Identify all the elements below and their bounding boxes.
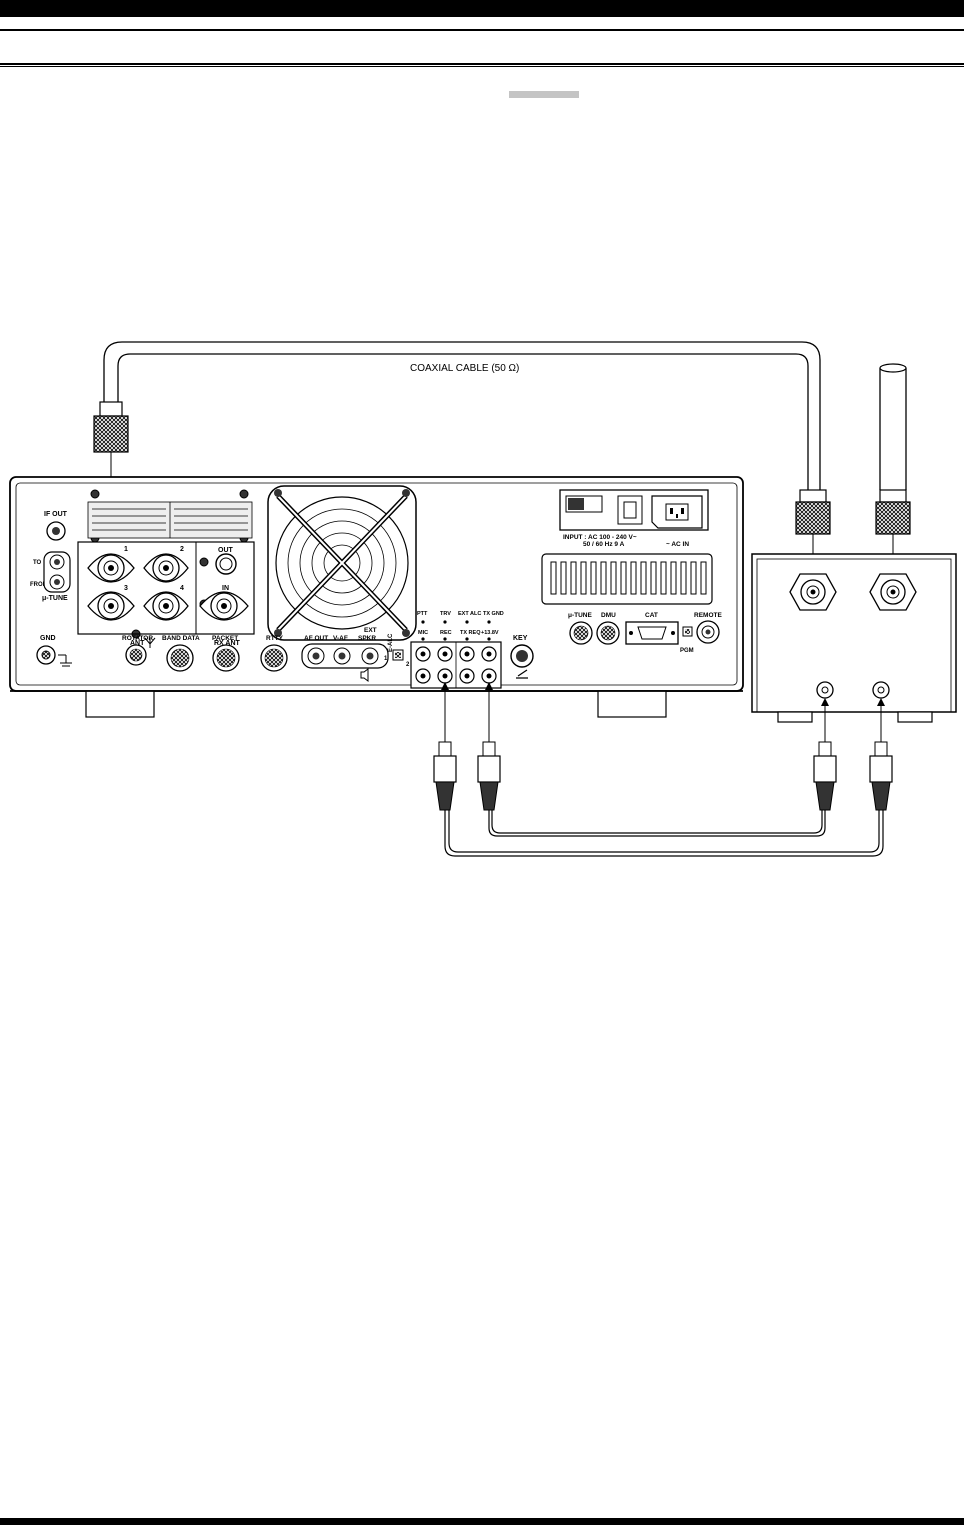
label-v-af: V-AF [333,635,348,642]
label-band-data: BAND DATA [162,635,200,642]
label-rec: REC [440,630,452,636]
label-tx-req: TX REQ [460,630,481,636]
rtty-socket [261,645,287,671]
rotator-socket [126,645,146,665]
e-alc-switch [393,650,403,660]
label-gnd: GND [40,635,56,642]
connection-diagram: COAXIAL CABLE (50 Ω) [0,330,964,870]
label-key: KEY [513,635,528,642]
label-mic: MIC [418,630,428,636]
label-packet: PACKET [212,635,238,642]
cat-connector [626,622,678,644]
label-tx-gnd: TX GND [483,611,504,617]
if-out-jack [47,522,65,540]
label-to: TO [33,560,42,566]
label-if-out: IF OUT [44,511,68,518]
rca-plug-amp-1 [814,702,836,810]
coaxial-cable-label: COAXIAL CABLE (50 Ω) [410,363,519,374]
pgm-switch [683,627,692,636]
coaxial-cable: COAXIAL CABLE (50 Ω) [104,342,820,490]
antenna-cable [880,364,906,490]
amp-rf-input-connector [790,574,836,610]
rx-ant-out-jack [216,554,236,574]
rca-cable-wires [445,810,883,856]
heatsink-vent [542,554,712,604]
label-ext-spkr-2: SPKR [358,635,376,642]
header-rule-1 [0,29,964,31]
label-ant3: 3 [124,585,128,592]
label-ant4: 4 [180,585,184,592]
label-dmu: DMU [601,612,616,619]
label-ant2: 2 [180,546,184,553]
label-ant1: 1 [124,546,128,553]
label-pgm: PGM [680,648,694,654]
label-in: IN [222,585,229,592]
remote-jack [697,621,719,643]
rca-jack-block [411,642,501,688]
rca-plug-amp-2 [870,702,892,810]
rca-cable-left [434,686,456,810]
label-13-8v: +13.8V [481,630,499,636]
header-black-bar [0,0,964,17]
label-input-frequency: 50 / 60 Hz 9 A [583,541,625,548]
header-rule-3 [0,66,964,67]
header-rule-2 [0,63,964,65]
gray-tab-marker [509,91,579,98]
power-switch-panel [560,490,708,530]
label-rotator: ROTATOR [122,635,153,642]
label-ptt: PTT [417,611,428,617]
external-amplifier-unit [752,554,956,722]
mu-tune-socket [570,622,592,644]
footer-black-bar [0,1518,964,1525]
rca-cable-right [478,686,500,810]
label-trv: TRV [440,611,451,617]
label-e-alc: E-ALC [388,633,394,652]
label-ext-spkr-1: EXT [364,627,377,634]
vent-grille [88,502,252,538]
label-input-rating: INPUT : AC 100 - 240 V~ [563,534,637,541]
ground-terminal [37,646,55,664]
label-out: OUT [218,547,234,554]
label-ac-in: ~ AC IN [666,541,689,548]
cooling-fan [268,486,416,640]
packet-socket [213,645,239,671]
band-data-socket [167,645,193,671]
label-remote: REMOTE [694,612,722,619]
label-mu-tune: μ-TUNE [568,612,593,619]
label-ext-alc: EXT ALC [458,611,481,617]
amp-antenna-connector [870,574,916,610]
label-mu-tune-left: μ-TUNE [42,595,68,602]
mu-tune-jacks [44,552,70,592]
label-cat: CAT [645,612,658,619]
label-af-out: AF OUT [304,635,328,642]
dmu-socket [597,622,619,644]
audio-jack-group [302,644,388,668]
label-rtty: RTTY [266,635,284,642]
key-jack [511,645,533,667]
